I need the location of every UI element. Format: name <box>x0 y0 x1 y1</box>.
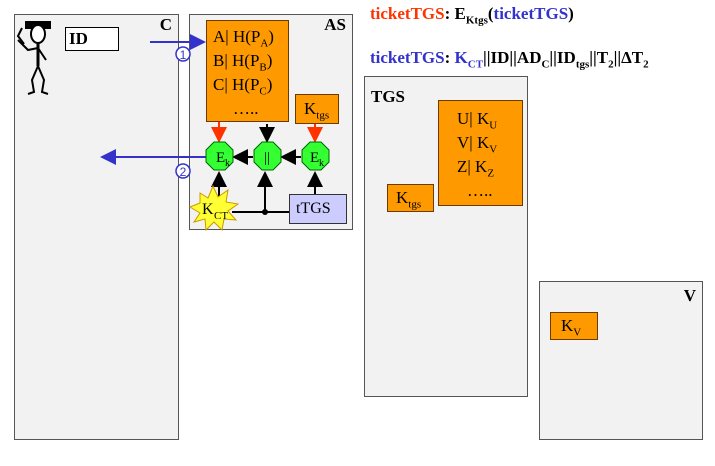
ticket-name: ticketTGS <box>370 48 445 67</box>
ttgs-label: tTGS <box>296 200 331 217</box>
client-label: C <box>159 15 172 34</box>
as-label: AS <box>324 15 346 34</box>
svg-text:E: E <box>216 150 225 166</box>
part-sub: C <box>541 58 550 71</box>
part: ||ΔT <box>613 48 644 67</box>
svg-text:K: K <box>202 201 214 218</box>
tgs-label: TGS <box>371 87 406 106</box>
encrypt-node-right: E k <box>301 141 330 171</box>
id-box: ID <box>65 27 119 51</box>
sep: : <box>444 48 455 67</box>
kct-starburst: K CT <box>188 184 240 232</box>
junction-dot <box>262 209 268 215</box>
concat-node: || <box>253 141 282 171</box>
svg-text:1: 1 <box>180 48 187 62</box>
part: ||ID <box>549 48 576 67</box>
svg-text:E: E <box>310 150 319 166</box>
part-sub: 2 <box>608 58 614 71</box>
v-panel: V <box>539 281 703 440</box>
ktgs-k: K <box>304 99 317 118</box>
ktgs-sub: tgs <box>408 198 422 211</box>
tgs-key-database: U| KU V| KV Z| KZ ….. <box>438 100 523 206</box>
tgs-row-u: U| KU <box>457 109 498 132</box>
db-row-c: C| H(PC) <box>213 75 273 98</box>
ktgs-sub: tgs <box>316 109 330 122</box>
tgs-ktgs-box: Ktgs <box>387 184 434 212</box>
part-sub: 2 <box>643 58 649 71</box>
ktgs-k: K <box>396 188 409 207</box>
ticket-name: ticketTGS <box>370 4 445 23</box>
svg-text:CT: CT <box>214 210 228 222</box>
db-row-b: B| H(PB) <box>213 51 273 74</box>
kv-box: KV <box>550 312 598 340</box>
as-ktgs-box: Ktgs <box>295 94 339 124</box>
db-row-a: A| H(PA) <box>213 27 274 50</box>
kv-k: K <box>561 316 574 335</box>
step-2-marker: 2 <box>175 163 191 179</box>
svg-text:k: k <box>225 158 230 169</box>
part: ||T <box>589 48 609 67</box>
as-user-database: A| H(PA) B| H(PB) C| H(PC) ….. <box>206 20 289 122</box>
kct: K <box>454 48 468 67</box>
ttgs-box: tTGS <box>289 194 347 224</box>
svg-text:2: 2 <box>180 165 187 179</box>
svg-text:k: k <box>319 158 324 169</box>
paren: ) <box>568 4 574 23</box>
id-label: ID <box>69 29 88 48</box>
enc-e: E <box>454 4 466 23</box>
tgs-row-z: Z| KZ <box>457 157 495 180</box>
svg-text:||: || <box>264 150 270 166</box>
client-panel: C ID <box>14 14 179 440</box>
enc-key: Ktgs <box>465 14 488 27</box>
step-1-marker: 1 <box>175 46 191 62</box>
formula-ticket-encryption: ticketTGS: EKtgs(ticketTGS) <box>370 4 574 26</box>
part: ||ID||AD <box>483 48 542 67</box>
kct-sub: CT <box>467 58 484 71</box>
paren: ( <box>487 4 494 23</box>
tgs-db-more: ….. <box>467 181 493 200</box>
kv-sub: V <box>573 326 582 339</box>
encrypt-node-left: E k <box>205 141 234 171</box>
db-more: ….. <box>233 99 259 118</box>
formula-ticket-content: ticketTGS: KCT||ID||ADC||IDtgs||T2||ΔT2 <box>370 48 649 70</box>
user-figure <box>16 21 51 95</box>
v-label: V <box>683 286 696 305</box>
sep: : <box>444 4 455 23</box>
tgs-row-v: V| KV <box>457 133 498 156</box>
part-sub: tgs <box>575 58 590 71</box>
ticket-arg: ticketTGS <box>493 4 569 23</box>
